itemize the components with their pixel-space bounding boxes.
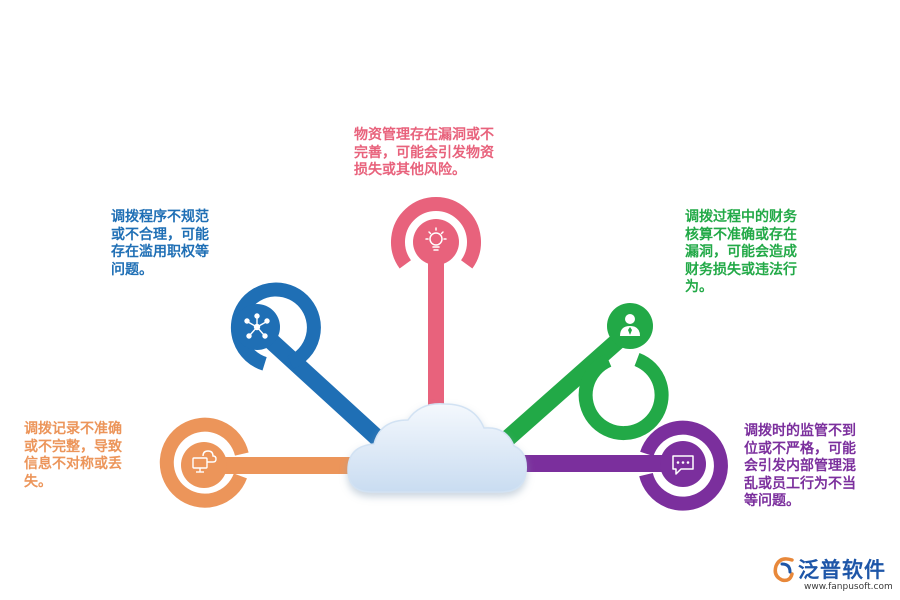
- lightbulb-icon: [425, 227, 447, 251]
- connector-green: [492, 331, 627, 454]
- note-blue: 调拨程序不规范 或不合理，可能 存在滥用职权等 问题。: [111, 209, 209, 278]
- node-orange: [159, 417, 249, 508]
- person-icon: [620, 314, 640, 336]
- brand-swirl-icon: [773, 557, 794, 583]
- connector-purple: [510, 455, 665, 472]
- note-purple: 调拨时的监管不到 位或不严格，可能 会引发内部管理混 乱或员工行为不当 等问题。: [744, 423, 856, 509]
- connector-orange: [216, 457, 356, 474]
- brand-logo: 泛普软件 www.fanpusoft.com: [770, 552, 895, 598]
- computer-icon: [192, 450, 217, 473]
- brand-url: www.fanpusoft.com: [804, 582, 893, 592]
- cloud-center: [347, 403, 527, 493]
- connector-blue: [263, 332, 391, 452]
- node-blue: [230, 282, 321, 371]
- note-pink: 物资管理存在漏洞或不 完善，可能会引发物资 损失或其他风险。: [354, 127, 494, 178]
- brand-name: 泛普软件: [798, 558, 886, 582]
- connector-pink: [428, 252, 444, 417]
- chat-icon: [672, 455, 694, 475]
- note-orange: 调拨记录不准确 或不完整，导致 信息不对称或丢 失。: [24, 421, 122, 490]
- node-pink: [391, 197, 481, 269]
- node-green: [578, 303, 669, 441]
- node-purple: [639, 420, 728, 511]
- note-green: 调拨过程中的财务 核算不准确或存在 漏洞，可能会造成 财务损失或违法行 为。: [685, 209, 797, 295]
- network-icon: [244, 313, 270, 339]
